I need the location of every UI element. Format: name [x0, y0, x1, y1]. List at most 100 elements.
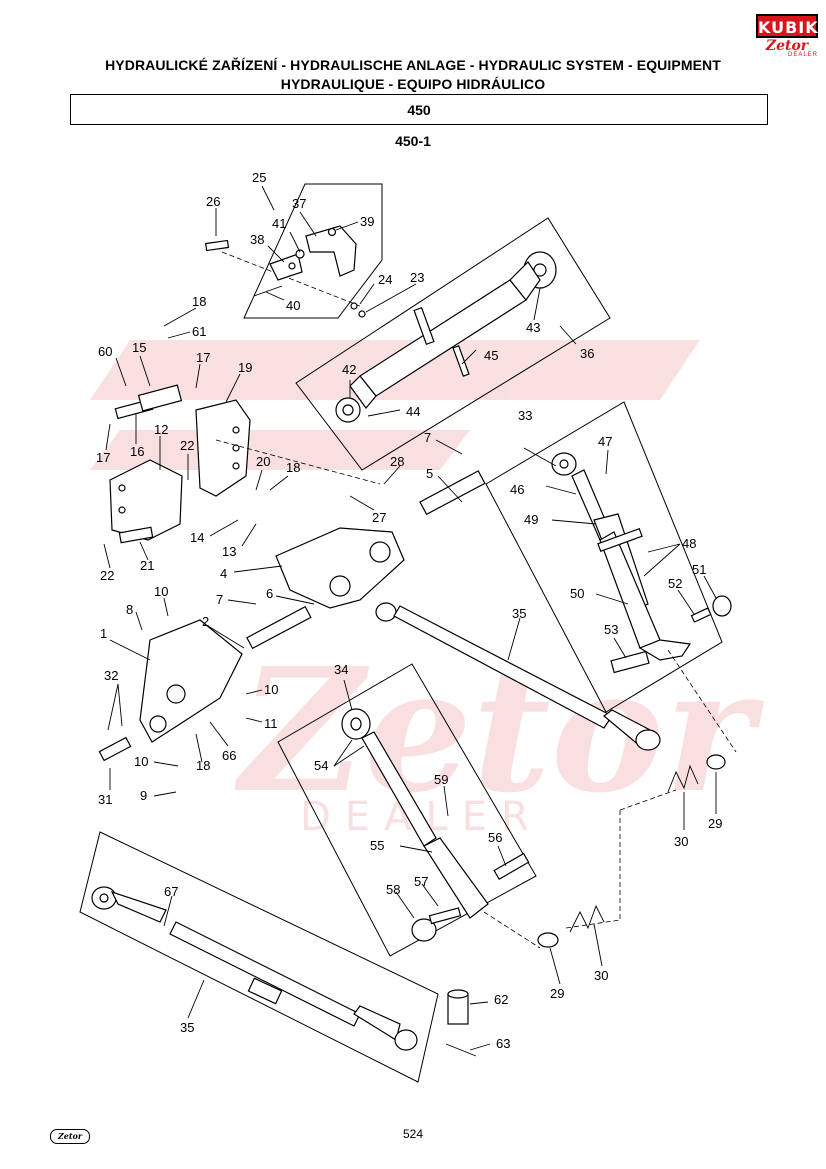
callout-62: 62: [494, 992, 508, 1007]
callout-17-top: 17: [196, 350, 210, 365]
callout-49: 49: [524, 512, 538, 527]
section-number-box: 450: [70, 94, 768, 125]
callout-30-bottom: 30: [594, 968, 608, 983]
callout-52: 52: [668, 576, 682, 591]
logo-tag: DEALER: [787, 52, 818, 58]
callout-36: 36: [580, 346, 594, 361]
callout-34: 34: [334, 662, 348, 677]
callout-28: 28: [390, 454, 404, 469]
callout-1: 1: [100, 626, 107, 641]
page-title-line1: HYDRAULICKÉ ZAŘÍZENÍ - HYDRAULISCHE ANLA…: [105, 57, 721, 73]
callout-59: 59: [434, 772, 448, 787]
callout-47: 47: [598, 434, 612, 449]
callout-35-mid: 35: [512, 606, 526, 621]
lower-link-35-bottom: [91, 886, 477, 1057]
callout-58: 58: [386, 882, 400, 897]
callout-31: 31: [98, 792, 112, 807]
adjusting-link-35: [375, 602, 661, 751]
callout-labels: 25 26 37 41 39 38 40 24 23 43 36 45 42 4…: [96, 170, 722, 1051]
callout-22-bottom: 22: [100, 568, 114, 583]
callout-16: 16: [130, 444, 144, 459]
callout-7-mid: 7: [216, 592, 223, 607]
page-title-line2: HYDRAULIQUE - EQUIPO HIDRÁULICO: [280, 76, 546, 92]
callout-15: 15: [132, 340, 146, 355]
callout-11: 11: [264, 716, 278, 731]
frame-group-34: [277, 663, 537, 957]
top-link-assembly-36: [335, 251, 557, 423]
callout-41: 41: [272, 216, 286, 231]
callout-67: 67: [164, 884, 178, 899]
zetor-watermark: Zetor DEALER: [90, 340, 764, 840]
callout-25: 25: [252, 170, 266, 185]
callout-30-right: 30: [674, 834, 688, 849]
callout-38: 38: [250, 232, 264, 247]
callout-51: 51: [692, 562, 706, 577]
callout-63: 63: [496, 1036, 510, 1051]
callout-20: 20: [256, 454, 270, 469]
logo-sub: Zetor: [765, 38, 809, 54]
callout-18-top: 18: [192, 294, 206, 309]
callout-21: 21: [140, 558, 154, 573]
callout-10-bottom: 10: [134, 754, 148, 769]
callout-7-top: 7: [424, 430, 431, 445]
callout-22-top: 22: [180, 438, 194, 453]
callout-29-right: 29: [708, 816, 722, 831]
callout-6: 6: [266, 586, 273, 601]
springs-and-rings: [537, 754, 726, 948]
bracket-assembly-25: [205, 225, 366, 318]
page-number: 524: [402, 1127, 424, 1141]
callout-57: 57: [414, 874, 428, 889]
callout-56: 56: [488, 830, 502, 845]
frame-group-35-lower: [79, 831, 439, 1083]
callout-37: 37: [292, 196, 306, 211]
callout-61: 61: [192, 324, 206, 339]
callout-5: 5: [426, 466, 433, 481]
callout-48: 48: [682, 536, 696, 551]
callout-18-bottom: 18: [196, 758, 210, 773]
callout-55: 55: [370, 838, 384, 853]
callout-13: 13: [222, 544, 236, 559]
callout-46: 46: [510, 482, 524, 497]
callout-33: 33: [518, 408, 532, 423]
kubik-dealer-logo: KUBIK Zetor DEALER: [756, 14, 818, 62]
callout-12: 12: [154, 422, 168, 437]
callout-45: 45: [484, 348, 498, 363]
callout-14: 14: [190, 530, 204, 545]
callout-9: 9: [140, 788, 147, 803]
callout-42: 42: [342, 362, 356, 377]
callout-44: 44: [406, 404, 420, 419]
callout-32: 32: [104, 668, 118, 683]
callout-54: 54: [314, 758, 328, 773]
callout-27: 27: [372, 510, 386, 525]
callout-10-top: 10: [154, 584, 168, 599]
callout-19: 19: [238, 360, 252, 375]
callout-50: 50: [570, 586, 584, 601]
lift-rod-assembly-34: [341, 708, 541, 949]
callout-18-mid: 18: [286, 460, 300, 475]
callout-29-bottom: 29: [550, 986, 564, 1001]
callout-26: 26: [206, 194, 220, 209]
callout-60: 60: [98, 344, 112, 359]
mounting-brackets: [98, 384, 486, 762]
callout-35-bottom: 35: [180, 1020, 194, 1035]
callout-40: 40: [286, 298, 300, 313]
callout-2: 2: [202, 614, 209, 629]
callout-66: 66: [222, 748, 236, 763]
frame-group-33: [485, 401, 723, 713]
callout-4: 4: [220, 566, 227, 581]
lower-link-assembly-33: [551, 452, 737, 753]
leader-lines: [103, 185, 717, 1051]
subsection-number: 450-1: [395, 133, 431, 149]
callout-17-left: 17: [96, 450, 110, 465]
callout-53: 53: [604, 622, 618, 637]
callout-8: 8: [126, 602, 133, 617]
callout-24: 24: [378, 272, 392, 287]
callout-39: 39: [360, 214, 374, 229]
zetor-footer-logo: Zetor: [50, 1129, 90, 1144]
callout-10-mid: 10: [264, 682, 278, 697]
callout-23: 23: [410, 270, 424, 285]
section-number: 450: [407, 101, 431, 118]
callout-43: 43: [526, 320, 540, 335]
frame-group-36: [295, 217, 611, 471]
